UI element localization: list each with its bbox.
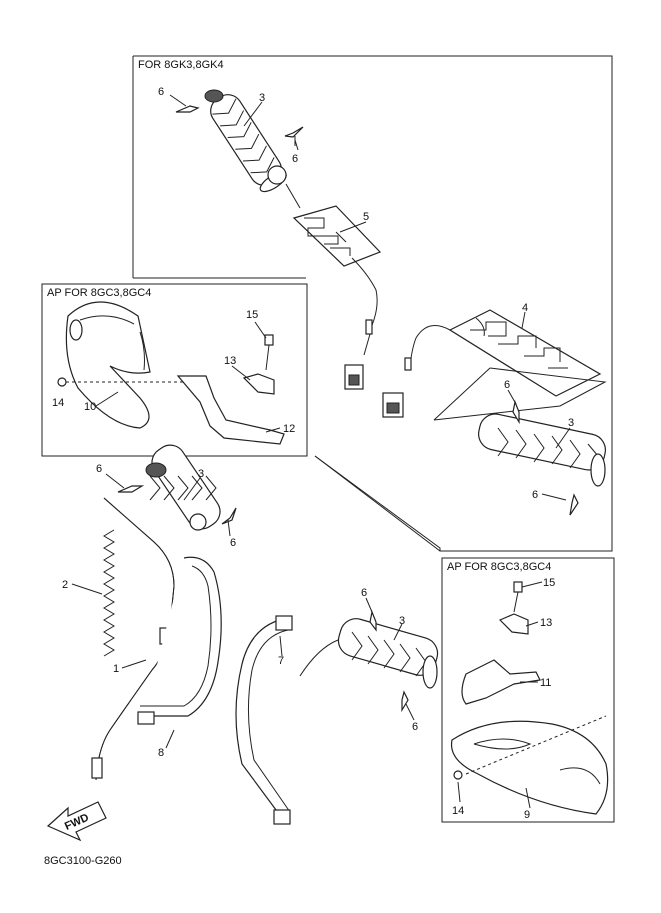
- bolt-15-left: [264, 334, 274, 371]
- leader: [465, 715, 607, 775]
- handlebar-7: [235, 615, 293, 825]
- fwd-arrow-icon: FWD: [46, 801, 107, 842]
- callout-9: 9: [524, 809, 530, 821]
- bracket-12: [176, 375, 285, 445]
- screw-icon: [117, 485, 145, 493]
- heater-element-4: [382, 309, 602, 418]
- callout-5: 5: [363, 211, 369, 223]
- callout-6: 6: [361, 587, 367, 599]
- throttle-cable-1: [91, 497, 175, 781]
- callout-8: 8: [158, 747, 164, 759]
- handlebar-8: [137, 556, 222, 725]
- callout-15: 15: [246, 309, 258, 321]
- clamp-13-right: [498, 613, 529, 635]
- callout-15: 15: [543, 577, 555, 589]
- clamp-13-left: [242, 373, 275, 395]
- callout-3: 3: [399, 615, 405, 627]
- hand-guard-10: [65, 301, 151, 429]
- screw-icon: [401, 690, 409, 713]
- callout-14: 14: [52, 397, 64, 409]
- screw-icon: [284, 126, 304, 138]
- callout-6: 6: [532, 489, 538, 501]
- callout-13: 13: [224, 355, 236, 367]
- callout-6: 6: [292, 153, 298, 165]
- callout-3: 3: [259, 92, 265, 104]
- screw-icon: [175, 105, 200, 113]
- callout-3: 3: [568, 417, 574, 429]
- callout-6: 6: [96, 463, 102, 475]
- grip-mid-left: [145, 444, 221, 531]
- top-box-header: FOR 8GK3,8GK4: [138, 59, 224, 71]
- right-box-outline: [441, 557, 615, 823]
- grip-top-end-cap: [267, 165, 287, 185]
- right-box-header: AP FOR 8GC3,8GC4: [447, 561, 551, 573]
- heater-element-5: [292, 205, 382, 390]
- callout-7: 7: [278, 655, 284, 667]
- grip-top-left-end: [204, 89, 224, 103]
- callout-labels: 6 3 6 5 4 6 3 6 15 13 14 10 12 6 3 6 2 1…: [52, 86, 574, 821]
- screw-icon: [512, 399, 520, 425]
- bolt-15-right: [513, 581, 523, 613]
- callout-10: 10: [84, 401, 96, 413]
- hand-guard-9: [450, 720, 609, 815]
- screw-icon: [221, 507, 237, 525]
- callout-2: 2: [62, 579, 68, 591]
- bolt-14-right: [453, 770, 463, 780]
- leader-lines: [71, 101, 571, 809]
- callout-6: 6: [504, 379, 510, 391]
- callout-4: 4: [522, 302, 528, 314]
- bolt-14-left: [57, 377, 67, 387]
- diagram-code: 8GC3100-G260: [44, 855, 122, 867]
- callout-3: 3: [198, 468, 204, 480]
- callout-14: 14: [452, 805, 464, 817]
- callout-6: 6: [158, 86, 164, 98]
- callout-11: 11: [540, 677, 551, 689]
- top-box-outline: [133, 55, 613, 552]
- callout-13: 13: [540, 617, 552, 629]
- screw-icon: [369, 609, 377, 632]
- left-box-header: AP FOR 8GC3,8GC4: [47, 287, 151, 299]
- spring-2: [103, 529, 115, 657]
- screw-icon: [569, 493, 579, 516]
- top-box-diagonal: [314, 455, 441, 552]
- callout-1: 1: [113, 663, 119, 675]
- callout-6: 6: [412, 721, 418, 733]
- grip-top-right: [478, 413, 606, 487]
- callout-12: 12: [283, 423, 295, 435]
- callout-6: 6: [230, 537, 236, 549]
- grip-mid-right: [299, 618, 439, 689]
- bracket-11: [461, 659, 541, 705]
